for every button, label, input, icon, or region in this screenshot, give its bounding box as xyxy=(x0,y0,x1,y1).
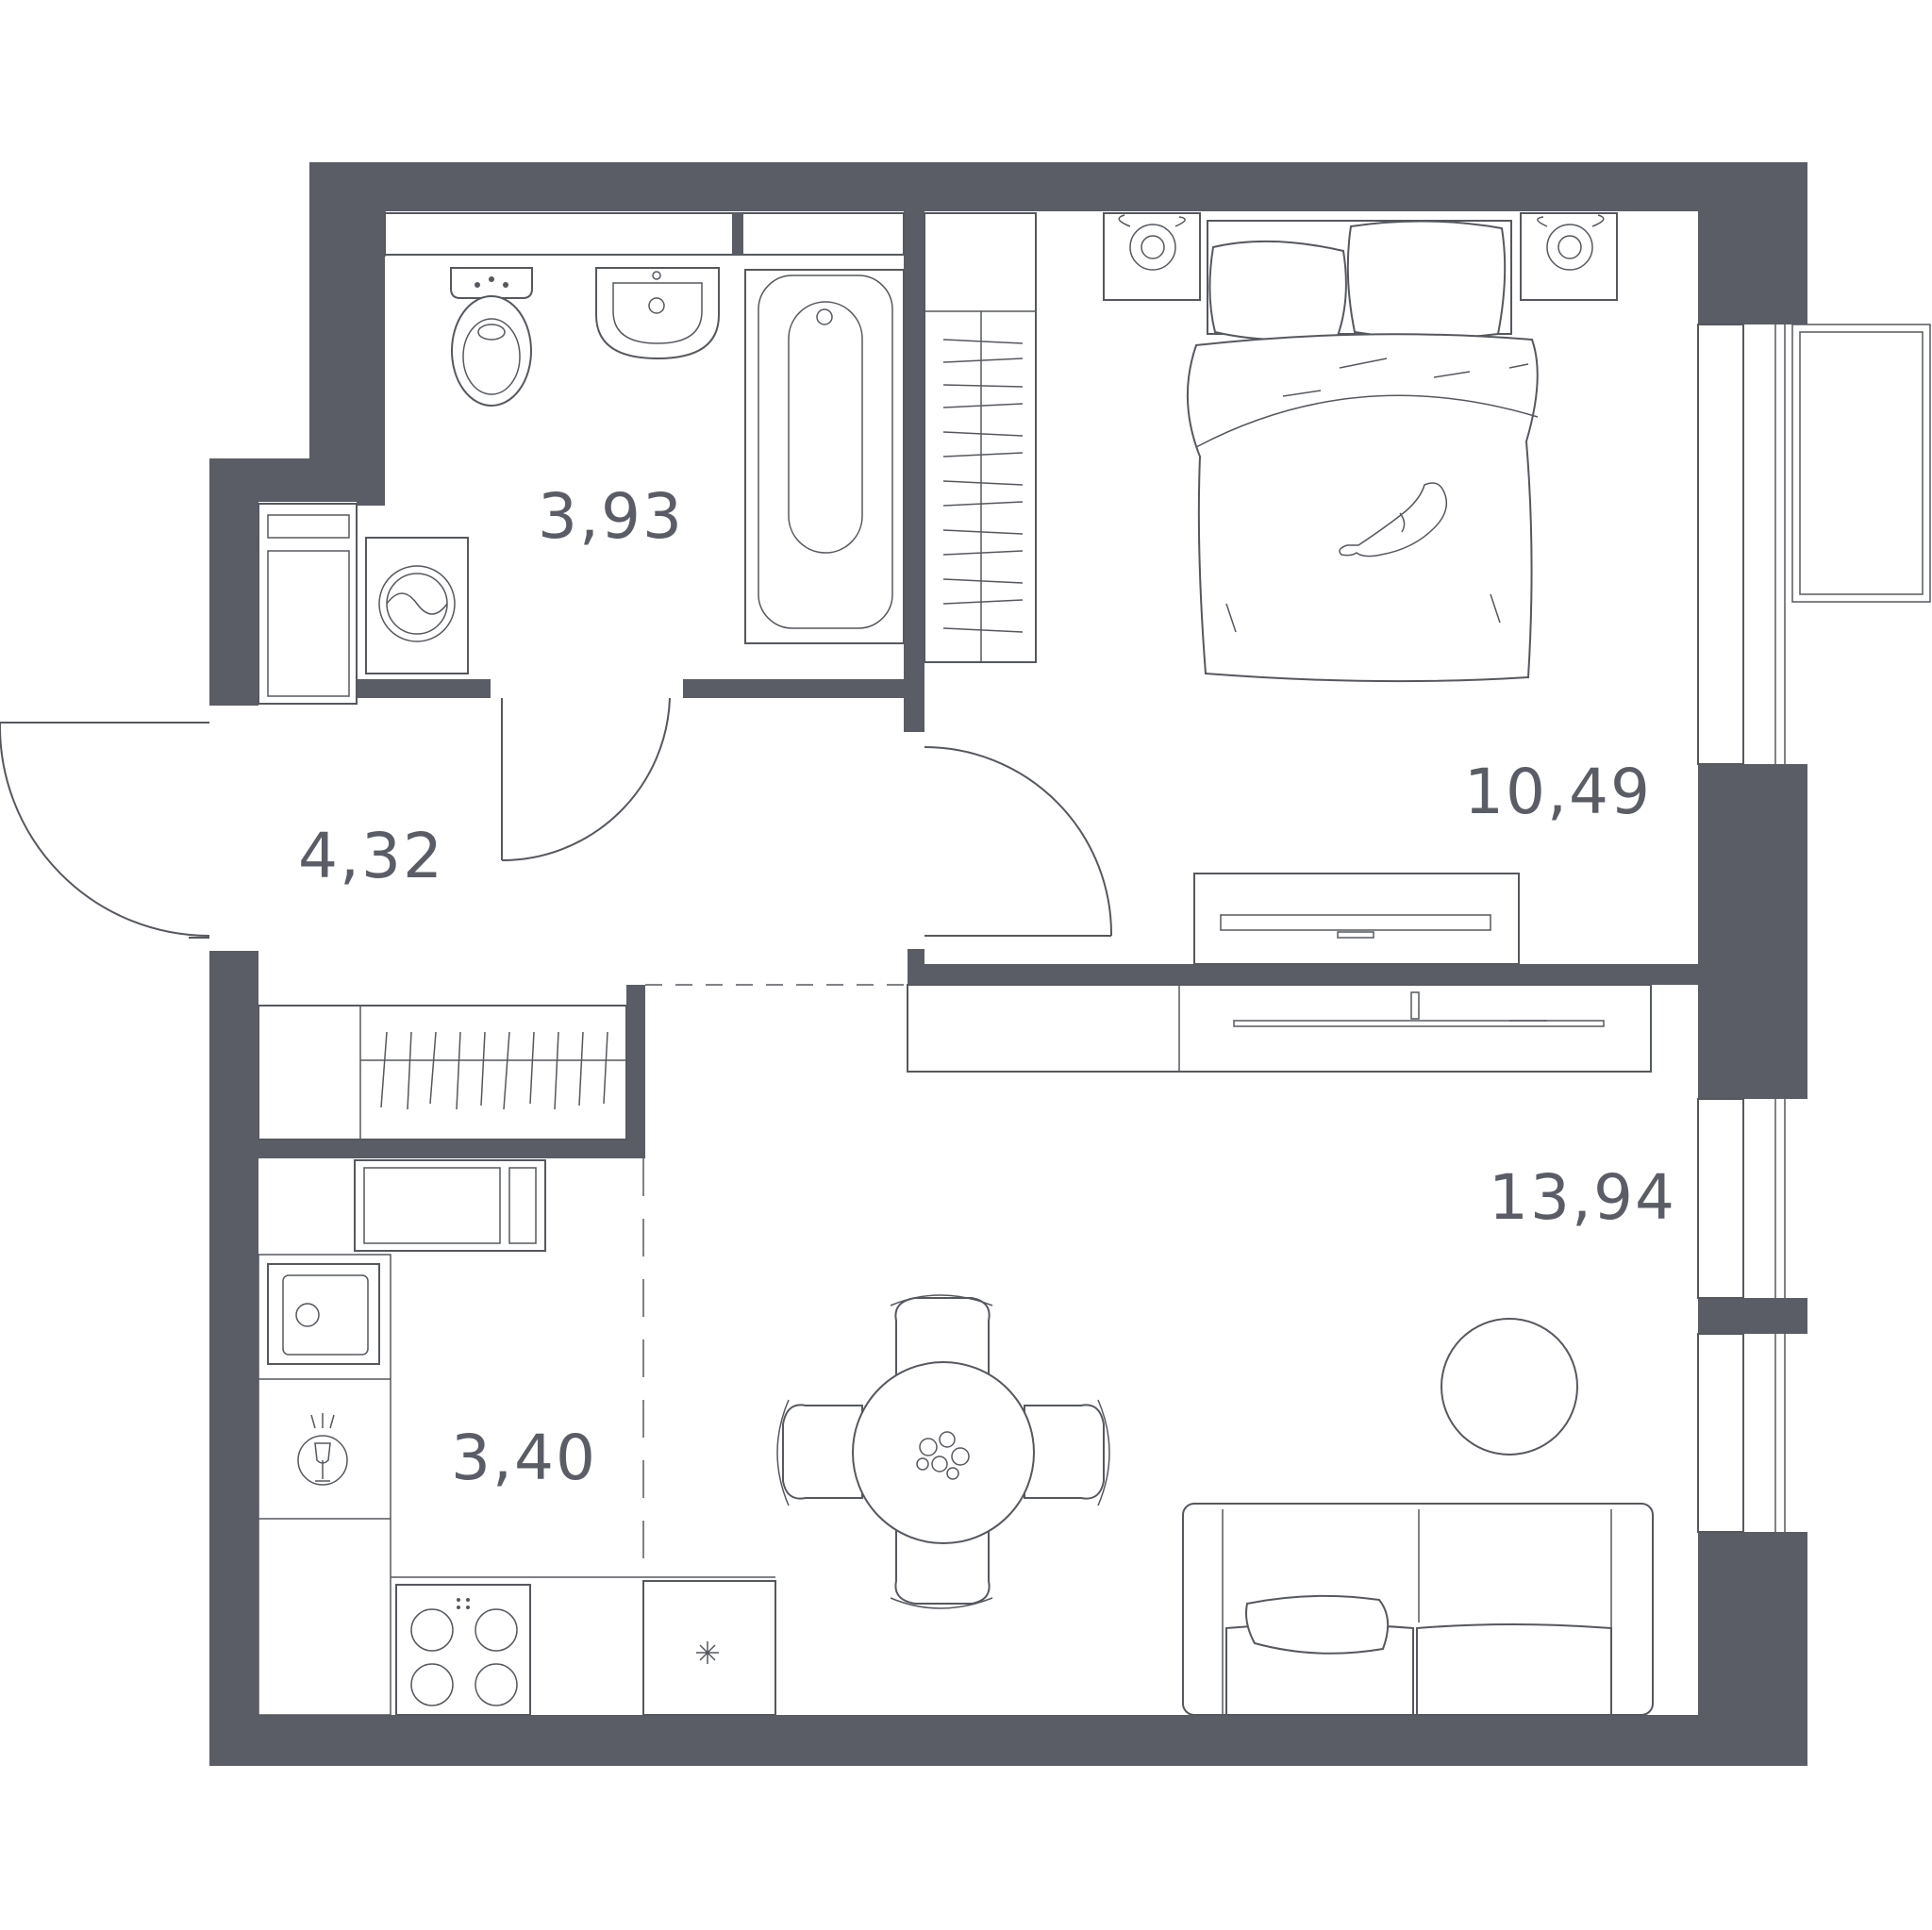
wall-top xyxy=(309,162,1807,211)
top-openings xyxy=(384,211,905,257)
nightstand-right xyxy=(1520,212,1618,301)
boiler-cabinet xyxy=(258,503,358,705)
nightstand-left xyxy=(1103,212,1201,301)
fridge xyxy=(354,1159,546,1252)
wall-hall-closet xyxy=(626,985,645,1158)
wall-right-mid xyxy=(1698,764,1807,1099)
bed-icon xyxy=(1186,220,1539,683)
wall-bath-bottom-right xyxy=(683,679,924,698)
wall-left-lower xyxy=(209,951,258,1766)
stove-icon xyxy=(395,1584,531,1716)
cat-icon xyxy=(1339,482,1448,557)
sink-icon xyxy=(595,267,720,360)
wall-bathroom-left xyxy=(309,162,357,502)
flowers-icon xyxy=(916,1431,970,1480)
kitchen-area-label: 3,40 xyxy=(451,1422,597,1494)
wall-bed-stub xyxy=(908,949,924,985)
tv-console xyxy=(907,984,1652,1073)
kitchen-sink-icon xyxy=(267,1263,380,1365)
wall-bath-bottom-left xyxy=(357,679,491,698)
wall-bottom xyxy=(209,1715,1807,1766)
pouf xyxy=(1441,1318,1578,1456)
living-area-label: 13,94 xyxy=(1489,1161,1676,1234)
entry-door[interactable] xyxy=(0,722,210,939)
bathroom: 3,93 xyxy=(258,267,905,705)
hallway-area-label: 4,32 xyxy=(298,820,444,892)
right-windows xyxy=(1697,324,1931,1533)
wall-kitchen-top xyxy=(258,1140,645,1158)
dining-table-icon xyxy=(776,1294,1110,1609)
freezer-cabinet xyxy=(642,1580,776,1716)
shaft-divider xyxy=(732,213,743,255)
hall-closet xyxy=(258,1005,627,1140)
walls xyxy=(209,162,1807,1766)
bedroom-wardrobe xyxy=(924,212,1037,663)
bedroom: 10,49 xyxy=(924,212,1652,965)
wall-right-top xyxy=(1698,162,1807,324)
bathroom-door[interactable] xyxy=(501,697,671,861)
shaft-box xyxy=(384,212,905,256)
wall-right-mid2 xyxy=(1698,1298,1807,1334)
tv-icon xyxy=(1193,873,1520,965)
toilet-icon xyxy=(450,267,533,407)
living-room: 13,94 xyxy=(642,984,1676,1716)
kitchen: 3,40 xyxy=(258,1159,776,1716)
wall-bath-top-inner xyxy=(357,211,385,506)
bedroom-area-label: 10,49 xyxy=(1464,756,1652,828)
wardrobe-hangers xyxy=(942,339,1024,633)
wall-hall-left-upper xyxy=(209,458,258,706)
sofa-icon xyxy=(1182,1503,1654,1716)
bedroom-door[interactable] xyxy=(924,746,1113,937)
wall-bath-bed xyxy=(904,211,924,732)
dishwasher-icon xyxy=(297,1413,348,1486)
washing-machine-icon xyxy=(365,537,469,674)
wall-bed-living xyxy=(908,964,1698,985)
bathtub-icon xyxy=(744,269,905,644)
bathroom-area-label: 3,93 xyxy=(538,480,684,553)
hallway: 4,32 xyxy=(0,722,627,1140)
closet-hangers xyxy=(380,1031,608,1110)
kitchen-counter xyxy=(258,1254,391,1716)
